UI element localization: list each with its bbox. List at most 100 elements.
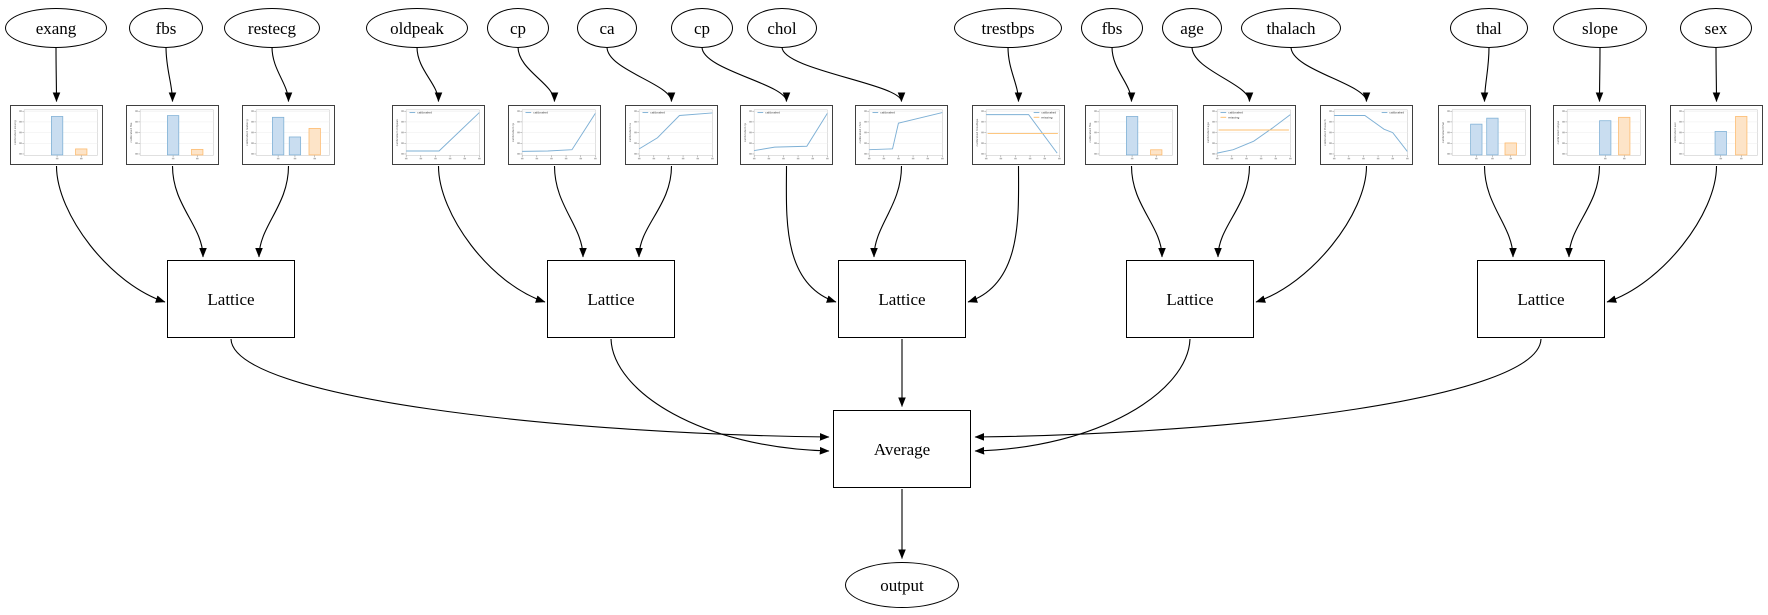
edge-arrow (1595, 46, 1604, 102)
feature-label: ca (599, 18, 615, 38)
edge-arrow (1290, 46, 1371, 102)
calibrator-thumbnail-fbs: calibrated fbs (1085, 105, 1178, 165)
svg-text:calibrated age: calibrated age (1206, 122, 1210, 143)
calibrator-thumbnail-restecg: calibrated restecg (242, 105, 335, 165)
svg-text:calibrated: calibrated (533, 111, 548, 115)
svg-text:calibrated: calibrated (765, 111, 780, 115)
lattice-label: Lattice (1166, 289, 1214, 309)
edge-arrow (1130, 165, 1166, 258)
feature-label: slope (1582, 18, 1618, 38)
output-label: output (880, 575, 924, 595)
feature-label: trestbps (981, 18, 1035, 38)
edge-arrow (1191, 46, 1254, 102)
edge-arrow (606, 46, 676, 102)
edge-arrow (165, 46, 177, 102)
calibrator-chart: calibrated cp calibrated (511, 109, 597, 160)
svg-text:calibrated exang: calibrated exang (13, 120, 17, 145)
svg-text:calibrated: calibrated (880, 111, 895, 115)
lattice-label: Lattice (878, 289, 926, 309)
calibrator-thumbnail-cp: calibrated cp calibrated (740, 105, 833, 165)
edge-arrow (870, 165, 903, 258)
svg-text:calibrated: calibrated (1041, 111, 1056, 115)
calibrator-chart: calibrated oldpeak calibrated (395, 109, 481, 160)
svg-text:calibrated: calibrated (1389, 111, 1404, 115)
calibrator-chart: calibrated exang (13, 109, 98, 160)
svg-text:calibrated: calibrated (1228, 111, 1243, 115)
svg-text:calibrated fbs: calibrated fbs (1088, 122, 1092, 143)
lattice-label: Lattice (1517, 289, 1565, 309)
svg-text:missing: missing (1228, 115, 1239, 119)
edge-arrow (1111, 46, 1136, 102)
feature-label: cp (693, 18, 711, 38)
svg-text:calibrated restecg: calibrated restecg (245, 119, 249, 146)
feature-node-slope: slope (1553, 8, 1647, 48)
lattice-node-3: Lattice (838, 260, 966, 338)
edge-arrow (1255, 165, 1368, 303)
svg-text:calibrated thalach: calibrated thalach (1323, 119, 1327, 146)
calibrator-chart: calibrated thal (1441, 109, 1526, 160)
svg-text:calibrated sex: calibrated sex (1673, 122, 1677, 143)
feature-node-trestbps: trestbps (954, 8, 1062, 48)
edge-arrow (255, 165, 290, 258)
svg-text:calibrated: calibrated (417, 111, 432, 115)
feature-node-thal: thal (1450, 8, 1528, 48)
feature-label: chol (767, 18, 797, 38)
edge-arrow (416, 46, 443, 102)
calibrator-thumbnail-sex: calibrated sex (1670, 105, 1763, 165)
lattice-node-4: Lattice (1126, 260, 1254, 338)
lattice-label: Lattice (207, 289, 255, 309)
calibrator-chart: calibrated cp calibrated (743, 109, 829, 160)
svg-text:calibrated trestbps: calibrated trestbps (975, 118, 979, 146)
svg-text:calibrated chol: calibrated chol (858, 122, 862, 144)
svg-text:calibrated cp: calibrated cp (743, 123, 747, 142)
feature-label: sex (1704, 18, 1728, 38)
edge-arrow (974, 338, 1191, 455)
svg-text:calibrated ca: calibrated ca (628, 123, 632, 142)
edge-arrow (553, 165, 587, 258)
calibrator-chart: calibrated fbs (129, 109, 214, 160)
feature-node-fbs: fbs (129, 8, 203, 48)
edge-arrow (1214, 165, 1251, 258)
calibrator-thumbnail-oldpeak: calibrated oldpeak calibrated (392, 105, 485, 165)
edge-arrow (610, 338, 830, 455)
edge-arrow (230, 338, 830, 441)
feature-label: fbs (1101, 18, 1123, 38)
calibrator-thumbnail-exang: calibrated exang (10, 105, 103, 165)
feature-node-cp: cp (671, 8, 733, 48)
edge-arrow (1007, 46, 1023, 102)
calibrator-thumbnail-slope: calibrated slope (1553, 105, 1646, 165)
svg-text:calibrated oldpeak: calibrated oldpeak (395, 119, 399, 147)
calibrator-chart: calibrated chol calibrated (858, 109, 944, 160)
edge-arrow (1606, 165, 1718, 303)
svg-text:calibrated thal: calibrated thal (1441, 122, 1445, 143)
feature-label: cp (509, 18, 527, 38)
calibrator-thumbnail-chol: calibrated chol calibrated (855, 105, 948, 165)
edge-arrow (55, 165, 166, 303)
calibrator-chart: calibrated fbs (1088, 109, 1173, 160)
calibrator-thumbnail-fbs: calibrated fbs (126, 105, 219, 165)
edge-arrow (171, 165, 207, 258)
feature-label: fbs (155, 18, 177, 38)
feature-node-chol: chol (747, 8, 817, 48)
calibrator-thumbnail-cp: calibrated cp calibrated (508, 105, 601, 165)
feature-label: oldpeak (390, 18, 444, 38)
edge-arrow (701, 46, 791, 102)
feature-label: thalach (1266, 18, 1316, 38)
lattice-node-1: Lattice (167, 260, 295, 338)
output-node: output (845, 562, 959, 608)
calibrator-chart: calibrated thalach calibrated (1323, 109, 1409, 160)
edge-arrow (271, 46, 293, 102)
svg-text:calibrated cp: calibrated cp (511, 123, 515, 142)
calibrator-chart: calibrated sex (1673, 109, 1758, 160)
feature-node-sex: sex (1680, 8, 1752, 48)
edge-arrow (437, 165, 546, 303)
feature-node-thalach: thalach (1241, 8, 1341, 48)
average-label: Average (873, 439, 931, 459)
feature-label: age (1180, 18, 1204, 38)
feature-node-restecg: restecg (224, 8, 320, 48)
